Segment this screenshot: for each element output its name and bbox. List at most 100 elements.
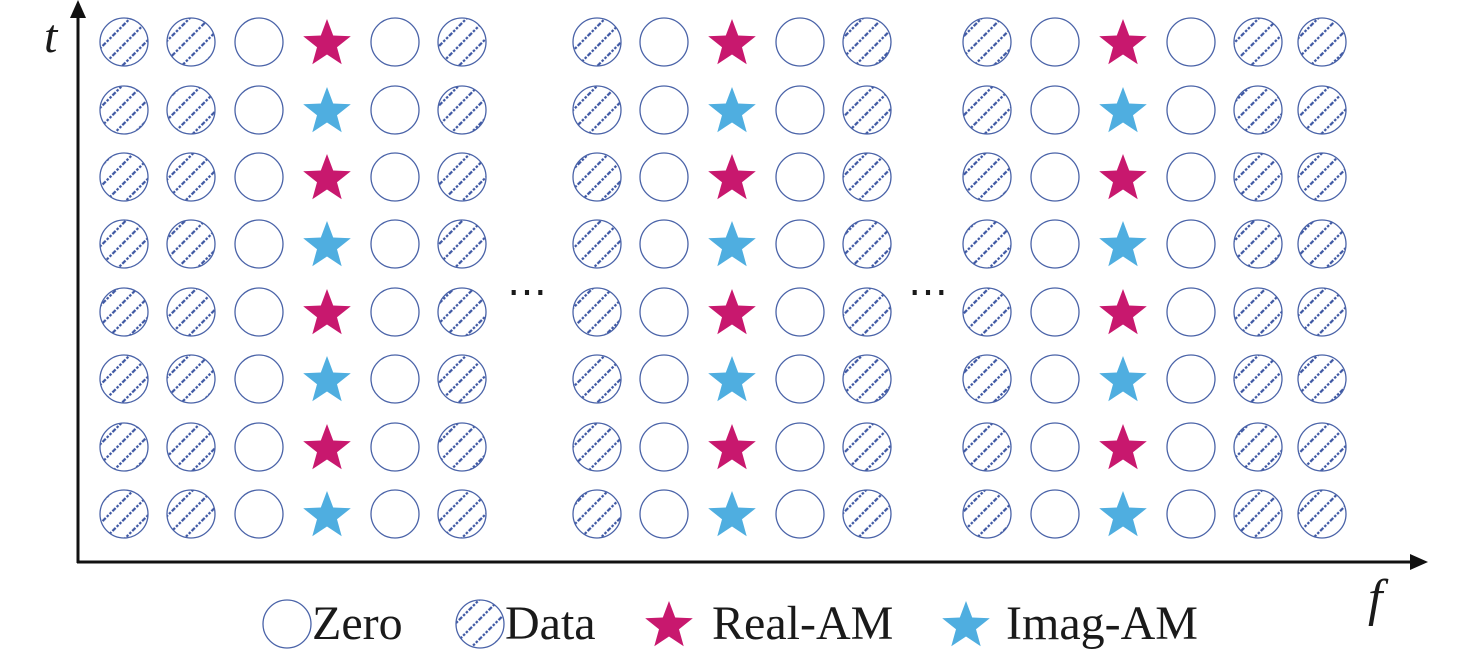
zero-symbol-icon <box>639 422 689 472</box>
legend-item-data: Data <box>455 597 596 650</box>
data-symbol-icon <box>1297 287 1347 337</box>
data-symbol-icon <box>842 152 892 202</box>
zero-symbol-icon <box>370 85 420 135</box>
legend-label: Real-AM <box>712 597 893 650</box>
real-am-star-icon <box>303 424 351 470</box>
data-symbol-icon <box>1233 219 1283 269</box>
zero-symbol-icon <box>1030 287 1080 337</box>
data-symbol-icon <box>1233 152 1283 202</box>
real-am-star-icon <box>303 19 351 65</box>
data-symbol-icon <box>1233 422 1283 472</box>
legend-item-zero: Zero <box>262 597 403 650</box>
data-symbol-icon <box>962 354 1012 404</box>
zero-symbol-icon <box>1030 85 1080 135</box>
imag-am-star-icon <box>1099 221 1147 267</box>
data-symbol-icon <box>572 17 622 67</box>
zero-symbol-icon <box>639 17 689 67</box>
zero-symbol-icon <box>370 219 420 269</box>
real-am-star-icon <box>1099 19 1147 65</box>
data-symbol-icon <box>842 489 892 539</box>
data-symbol-icon <box>572 85 622 135</box>
real-am-star-icon <box>1099 154 1147 200</box>
legend-label: Imag-AM <box>1006 597 1198 650</box>
data-symbol-icon <box>1297 17 1347 67</box>
data-symbol-icon <box>1297 85 1347 135</box>
data-symbol-icon <box>166 287 216 337</box>
data-symbol-icon <box>99 354 149 404</box>
imag-am-star-icon <box>303 356 351 402</box>
zero-symbol-icon <box>775 152 825 202</box>
data-symbol-icon <box>1297 354 1347 404</box>
data-symbol-icon <box>962 152 1012 202</box>
zero-symbol-icon <box>370 17 420 67</box>
data-symbol-icon <box>572 422 622 472</box>
data-symbol-icon <box>842 219 892 269</box>
zero-symbol-icon <box>775 219 825 269</box>
zero-symbol-icon <box>1030 489 1080 539</box>
zero-symbol-icon <box>370 354 420 404</box>
real-am-star-icon <box>303 154 351 200</box>
symbol-grid: ⋯⋯ <box>99 17 1347 539</box>
zero-symbol-icon <box>234 354 284 404</box>
imag-am-star-icon <box>708 356 756 402</box>
zero-symbol-icon <box>1166 85 1216 135</box>
data-symbol-icon <box>1297 219 1347 269</box>
data-symbol-icon <box>842 422 892 472</box>
zero-symbol-icon <box>775 422 825 472</box>
data-symbol-icon <box>962 422 1012 472</box>
zero-symbol-icon <box>234 219 284 269</box>
zero-symbol-icon <box>370 152 420 202</box>
zero-symbol-icon <box>1166 489 1216 539</box>
zero-symbol-icon <box>775 489 825 539</box>
data-symbol-icon <box>842 354 892 404</box>
data-symbol-icon <box>99 152 149 202</box>
data-symbol-icon <box>572 489 622 539</box>
data-symbol-icon <box>962 219 1012 269</box>
zero-symbol-icon <box>775 354 825 404</box>
imag-am-star-icon <box>1099 491 1147 537</box>
real-am-star-icon <box>708 424 756 470</box>
data-symbol-icon <box>166 85 216 135</box>
zero-symbol-icon <box>262 599 312 649</box>
data-symbol-icon <box>99 219 149 269</box>
legend-item-real-am: Real-AM <box>645 597 893 650</box>
symbol-group-3 <box>962 17 1347 539</box>
data-symbol-icon <box>962 85 1012 135</box>
imag-am-star-icon <box>942 601 990 647</box>
data-symbol-icon <box>99 17 149 67</box>
imag-am-star-icon <box>303 491 351 537</box>
zero-symbol-icon <box>639 489 689 539</box>
zero-symbol-icon <box>1166 17 1216 67</box>
data-symbol-icon <box>437 17 487 67</box>
data-symbol-icon <box>962 489 1012 539</box>
data-symbol-icon <box>437 219 487 269</box>
zero-symbol-icon <box>234 489 284 539</box>
data-symbol-icon <box>1233 17 1283 67</box>
data-symbol-icon <box>166 422 216 472</box>
data-symbol-icon <box>842 17 892 67</box>
real-am-star-icon <box>708 289 756 335</box>
data-symbol-icon <box>842 287 892 337</box>
data-symbol-icon <box>437 287 487 337</box>
data-symbol-icon <box>1297 422 1347 472</box>
imag-am-star-icon <box>303 87 351 133</box>
zero-symbol-icon <box>639 85 689 135</box>
zero-symbol-icon <box>1166 219 1216 269</box>
zero-symbol-icon <box>639 152 689 202</box>
data-symbol-icon <box>842 85 892 135</box>
real-am-star-icon <box>645 601 693 647</box>
t-axis-arrow-icon <box>70 0 86 18</box>
imag-am-star-icon <box>303 221 351 267</box>
data-symbol-icon <box>1297 152 1347 202</box>
legend-label: Data <box>505 597 596 650</box>
zero-symbol-icon <box>1030 17 1080 67</box>
data-symbol-icon <box>437 152 487 202</box>
imag-am-star-icon <box>1099 356 1147 402</box>
zero-symbol-icon <box>1030 422 1080 472</box>
data-symbol-icon <box>99 287 149 337</box>
imag-am-star-icon <box>1099 87 1147 133</box>
zero-symbol-icon <box>639 287 689 337</box>
data-symbol-icon <box>99 85 149 135</box>
data-symbol-icon <box>455 599 505 649</box>
zero-symbol-icon <box>1166 152 1216 202</box>
